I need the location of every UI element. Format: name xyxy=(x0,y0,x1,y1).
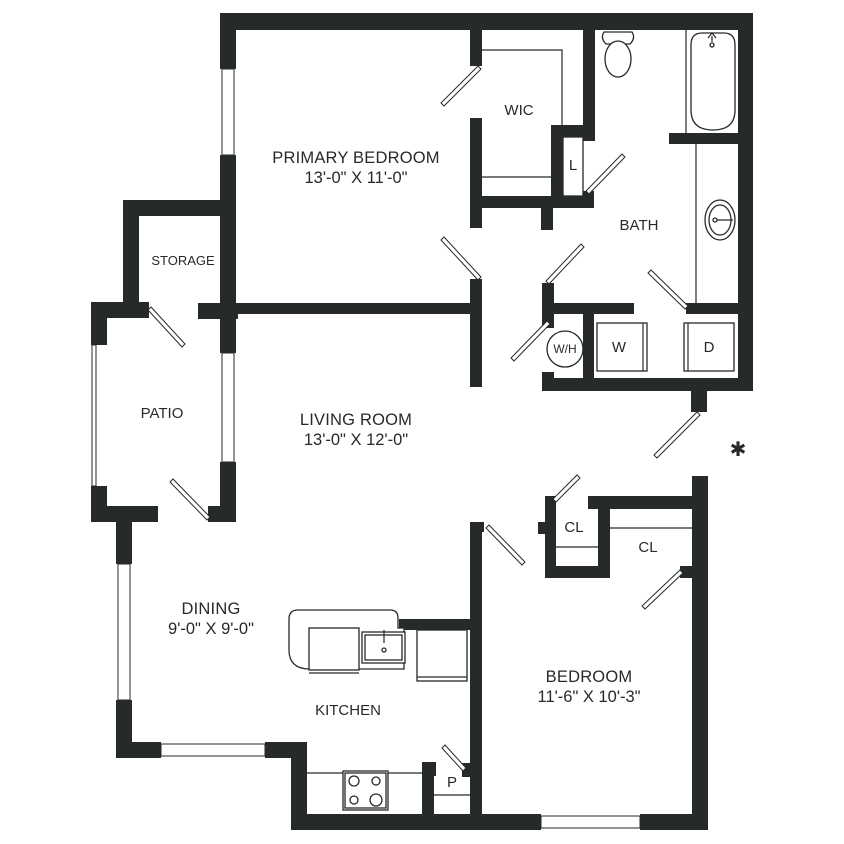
bathtub-icon xyxy=(685,30,736,133)
dryer-icon xyxy=(683,322,735,372)
room-label-primary-bedroom: PRIMARY BEDROOM 13'-0" X 11'-0" xyxy=(272,149,439,189)
windows xyxy=(91,68,641,829)
toilet-icon xyxy=(601,31,635,78)
room-label-wic: WIC xyxy=(504,102,534,119)
room-label-closet-2: CL xyxy=(638,539,658,556)
room-label-linen: L xyxy=(568,157,578,174)
room-dimensions: 11'-6" X 10'-3" xyxy=(537,688,641,706)
water-heater-icon xyxy=(546,330,584,368)
kitchen-counter xyxy=(288,609,468,682)
room-dimensions: 13'-0" X 11'-0" xyxy=(304,169,408,187)
room-label-living-room: LIVING ROOM 13'-0" X 12'-0" xyxy=(300,411,412,451)
room-label-storage: STORAGE xyxy=(151,253,215,269)
washer-label: W xyxy=(611,339,627,356)
room-name: DINING xyxy=(181,600,241,619)
room-label-bedroom: BEDROOM 11'-6" X 10'-3" xyxy=(537,668,640,708)
fixtures xyxy=(288,30,736,811)
room-label-patio: PATIO xyxy=(140,405,184,422)
doors xyxy=(147,65,701,772)
room-label-dining: DINING 9'-0" X 9'-0" xyxy=(168,600,254,640)
room-name: LIVING ROOM xyxy=(299,411,413,430)
washer-icon xyxy=(596,322,648,372)
entry-marker-icon: ✱ xyxy=(729,439,747,461)
room-label-bath: BATH xyxy=(619,217,659,234)
dryer-label: D xyxy=(703,339,715,356)
stove-icon xyxy=(342,770,389,811)
dishwasher-icon xyxy=(416,629,468,682)
room-name: BEDROOM xyxy=(545,668,633,687)
room-name: PRIMARY BEDROOM xyxy=(272,149,440,168)
room-label-kitchen: KITCHEN xyxy=(315,702,381,719)
room-dimensions: 9'-0" X 9'-0" xyxy=(168,620,254,638)
water-heater-label: W/H xyxy=(553,341,577,356)
walls xyxy=(91,13,753,830)
room-dimensions: 13'-0" X 12'-0" xyxy=(303,431,409,449)
sink-icon xyxy=(704,199,736,241)
room-label-pantry: P xyxy=(446,774,458,791)
room-label-closet-1: CL xyxy=(564,519,584,536)
